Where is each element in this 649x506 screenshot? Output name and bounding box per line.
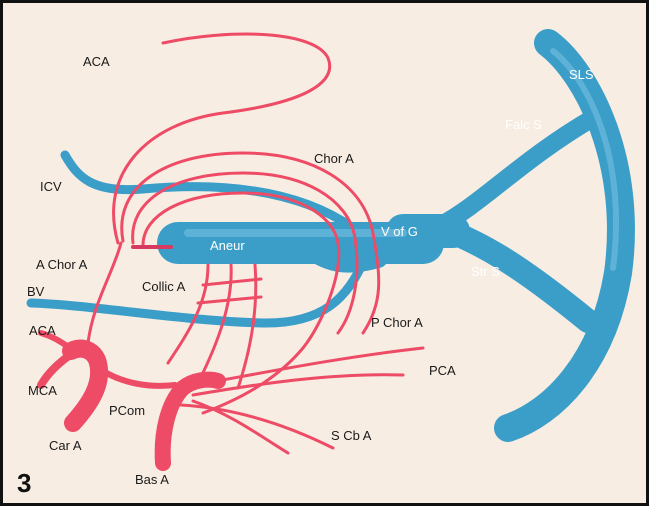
label-aca-top: ACA [83, 54, 110, 69]
aneurysm-tail [313, 251, 378, 263]
label-aca-left: ACA [29, 323, 56, 338]
figure-number: 3 [17, 468, 31, 498]
label-str-s: Str S [471, 264, 500, 279]
anterior-cerebral-artery-loop [114, 34, 330, 243]
anterior-choroidal-artery [88, 243, 121, 343]
internal-cerebral-vein [65, 155, 353, 228]
label-pcom: PCom [109, 403, 145, 418]
superior-longitudinal-sinus [508, 43, 621, 428]
label-car-a: Car A [49, 438, 82, 453]
label-falc-s: Falc S [505, 117, 542, 132]
label-v-of-g: V of G [381, 224, 418, 239]
label-sls: SLS [569, 67, 594, 82]
posterior-communicating-artery [103, 371, 175, 386]
label-aneur: Aneur [210, 238, 245, 253]
label-collic-a: Collic A [142, 279, 186, 294]
label-s-cb-a: S Cb A [331, 428, 372, 443]
label-p-chor-a: P Chor A [371, 315, 423, 330]
label-a-chor-a: A Chor A [36, 257, 88, 272]
label-icv: ICV [40, 179, 62, 194]
label-mca: MCA [28, 383, 57, 398]
label-bas-a: Bas A [135, 472, 169, 487]
carotid-artery [71, 349, 99, 423]
middle-cerebral-artery [41, 353, 73, 385]
label-chor-a: Chor A [314, 151, 354, 166]
label-bv: BV [27, 284, 45, 299]
vascular-diagram: ACA ICV Chor A A Chor A Collic A BV ACA … [3, 3, 649, 506]
label-pca: PCA [429, 363, 456, 378]
